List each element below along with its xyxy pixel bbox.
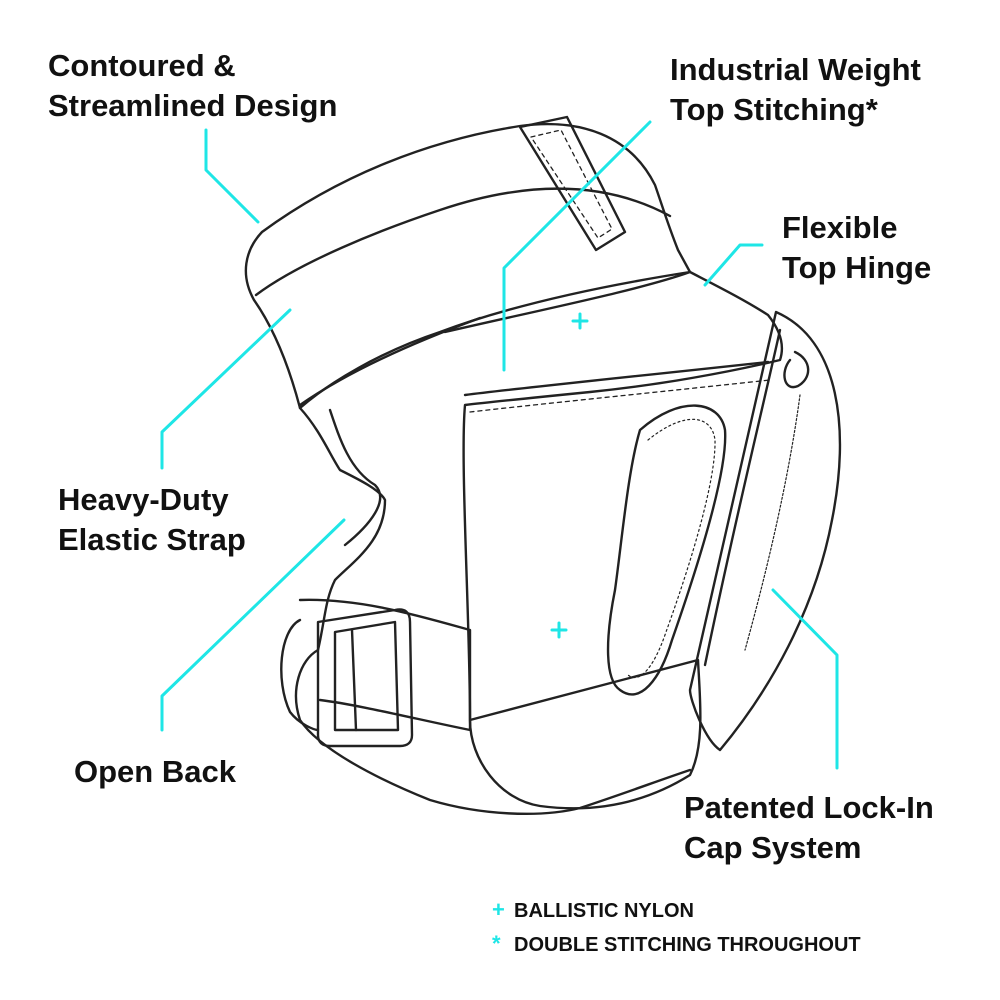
leader-stitching (502, 120, 652, 372)
plus-mark-upper (571, 312, 589, 330)
legend-item-double-stitching: * DOUBLE STITCHING THROUGHOUT (492, 931, 861, 958)
buckle-inner (333, 620, 400, 732)
shell-body (443, 270, 784, 810)
legend-item-ballistic-nylon: + BALLISTIC NYLON (492, 897, 694, 924)
mesh-vent-inner (627, 418, 716, 679)
callout-open-back-line-1: Open Back (74, 754, 236, 789)
callout-strap-line-1: Heavy-Duty (58, 482, 229, 517)
callout-hinge-line-1: Flexible (782, 210, 898, 245)
legend-label-ballistic-nylon: BALLISTIC NYLON (514, 900, 694, 922)
leader-strap (160, 308, 292, 470)
leader-cap (771, 588, 839, 770)
top-strap-fold-2 (298, 316, 482, 407)
leader-contoured (204, 128, 260, 224)
buckle-bar (350, 628, 358, 732)
shell-outline (294, 406, 692, 816)
callout-contoured-line-1: Contoured & (48, 48, 236, 83)
callout-stitching-line-2: Top Stitching* (670, 92, 878, 127)
callout-open-back: Open Back (74, 752, 236, 792)
callout-stitching-line-1: Industrial Weight (670, 52, 921, 87)
callout-cap-line-2: Cap System (684, 830, 862, 865)
callout-cap-line-1: Patented Lock-In (684, 790, 934, 825)
callout-hinge-line-2: Top Hinge (782, 250, 932, 285)
mesh-vent (606, 404, 727, 696)
top-tab-stitch (530, 129, 613, 239)
knee-cap (688, 310, 842, 752)
callout-top-stitching: Industrial Weight Top Stitching* (670, 50, 921, 130)
leader-open-back (160, 518, 346, 732)
callout-elastic-strap: Heavy-Duty Elastic Strap (58, 480, 246, 560)
plus-icon: + (492, 897, 505, 922)
shell-seam-stitch (469, 379, 771, 413)
leader-hinge (703, 243, 764, 287)
shell-seam-top (463, 360, 770, 397)
callout-strap-line-2: Elastic Strap (58, 522, 246, 557)
callout-contoured-design: Contoured & Streamlined Design (48, 46, 337, 126)
callout-lock-in-cap: Patented Lock-In Cap System (684, 788, 934, 868)
buckle-pad (280, 618, 320, 732)
callout-top-hinge: Flexible Top Hinge (782, 208, 931, 288)
callout-contoured-line-2: Streamlined Design (48, 88, 338, 123)
asterisk-icon: * (492, 931, 501, 956)
plus-mark-lower (550, 621, 568, 639)
cap-track (744, 394, 801, 651)
shell-inner-edge (328, 408, 382, 547)
legend-label-double-stitching: DOUBLE STITCHING THROUGHOUT (514, 934, 861, 956)
cap-hinge-loop (783, 350, 810, 389)
top-tab (518, 115, 627, 252)
top-strap-band (244, 122, 692, 410)
knee-cap-inner (703, 328, 782, 667)
buckle (316, 608, 414, 748)
lower-strap (298, 598, 472, 732)
